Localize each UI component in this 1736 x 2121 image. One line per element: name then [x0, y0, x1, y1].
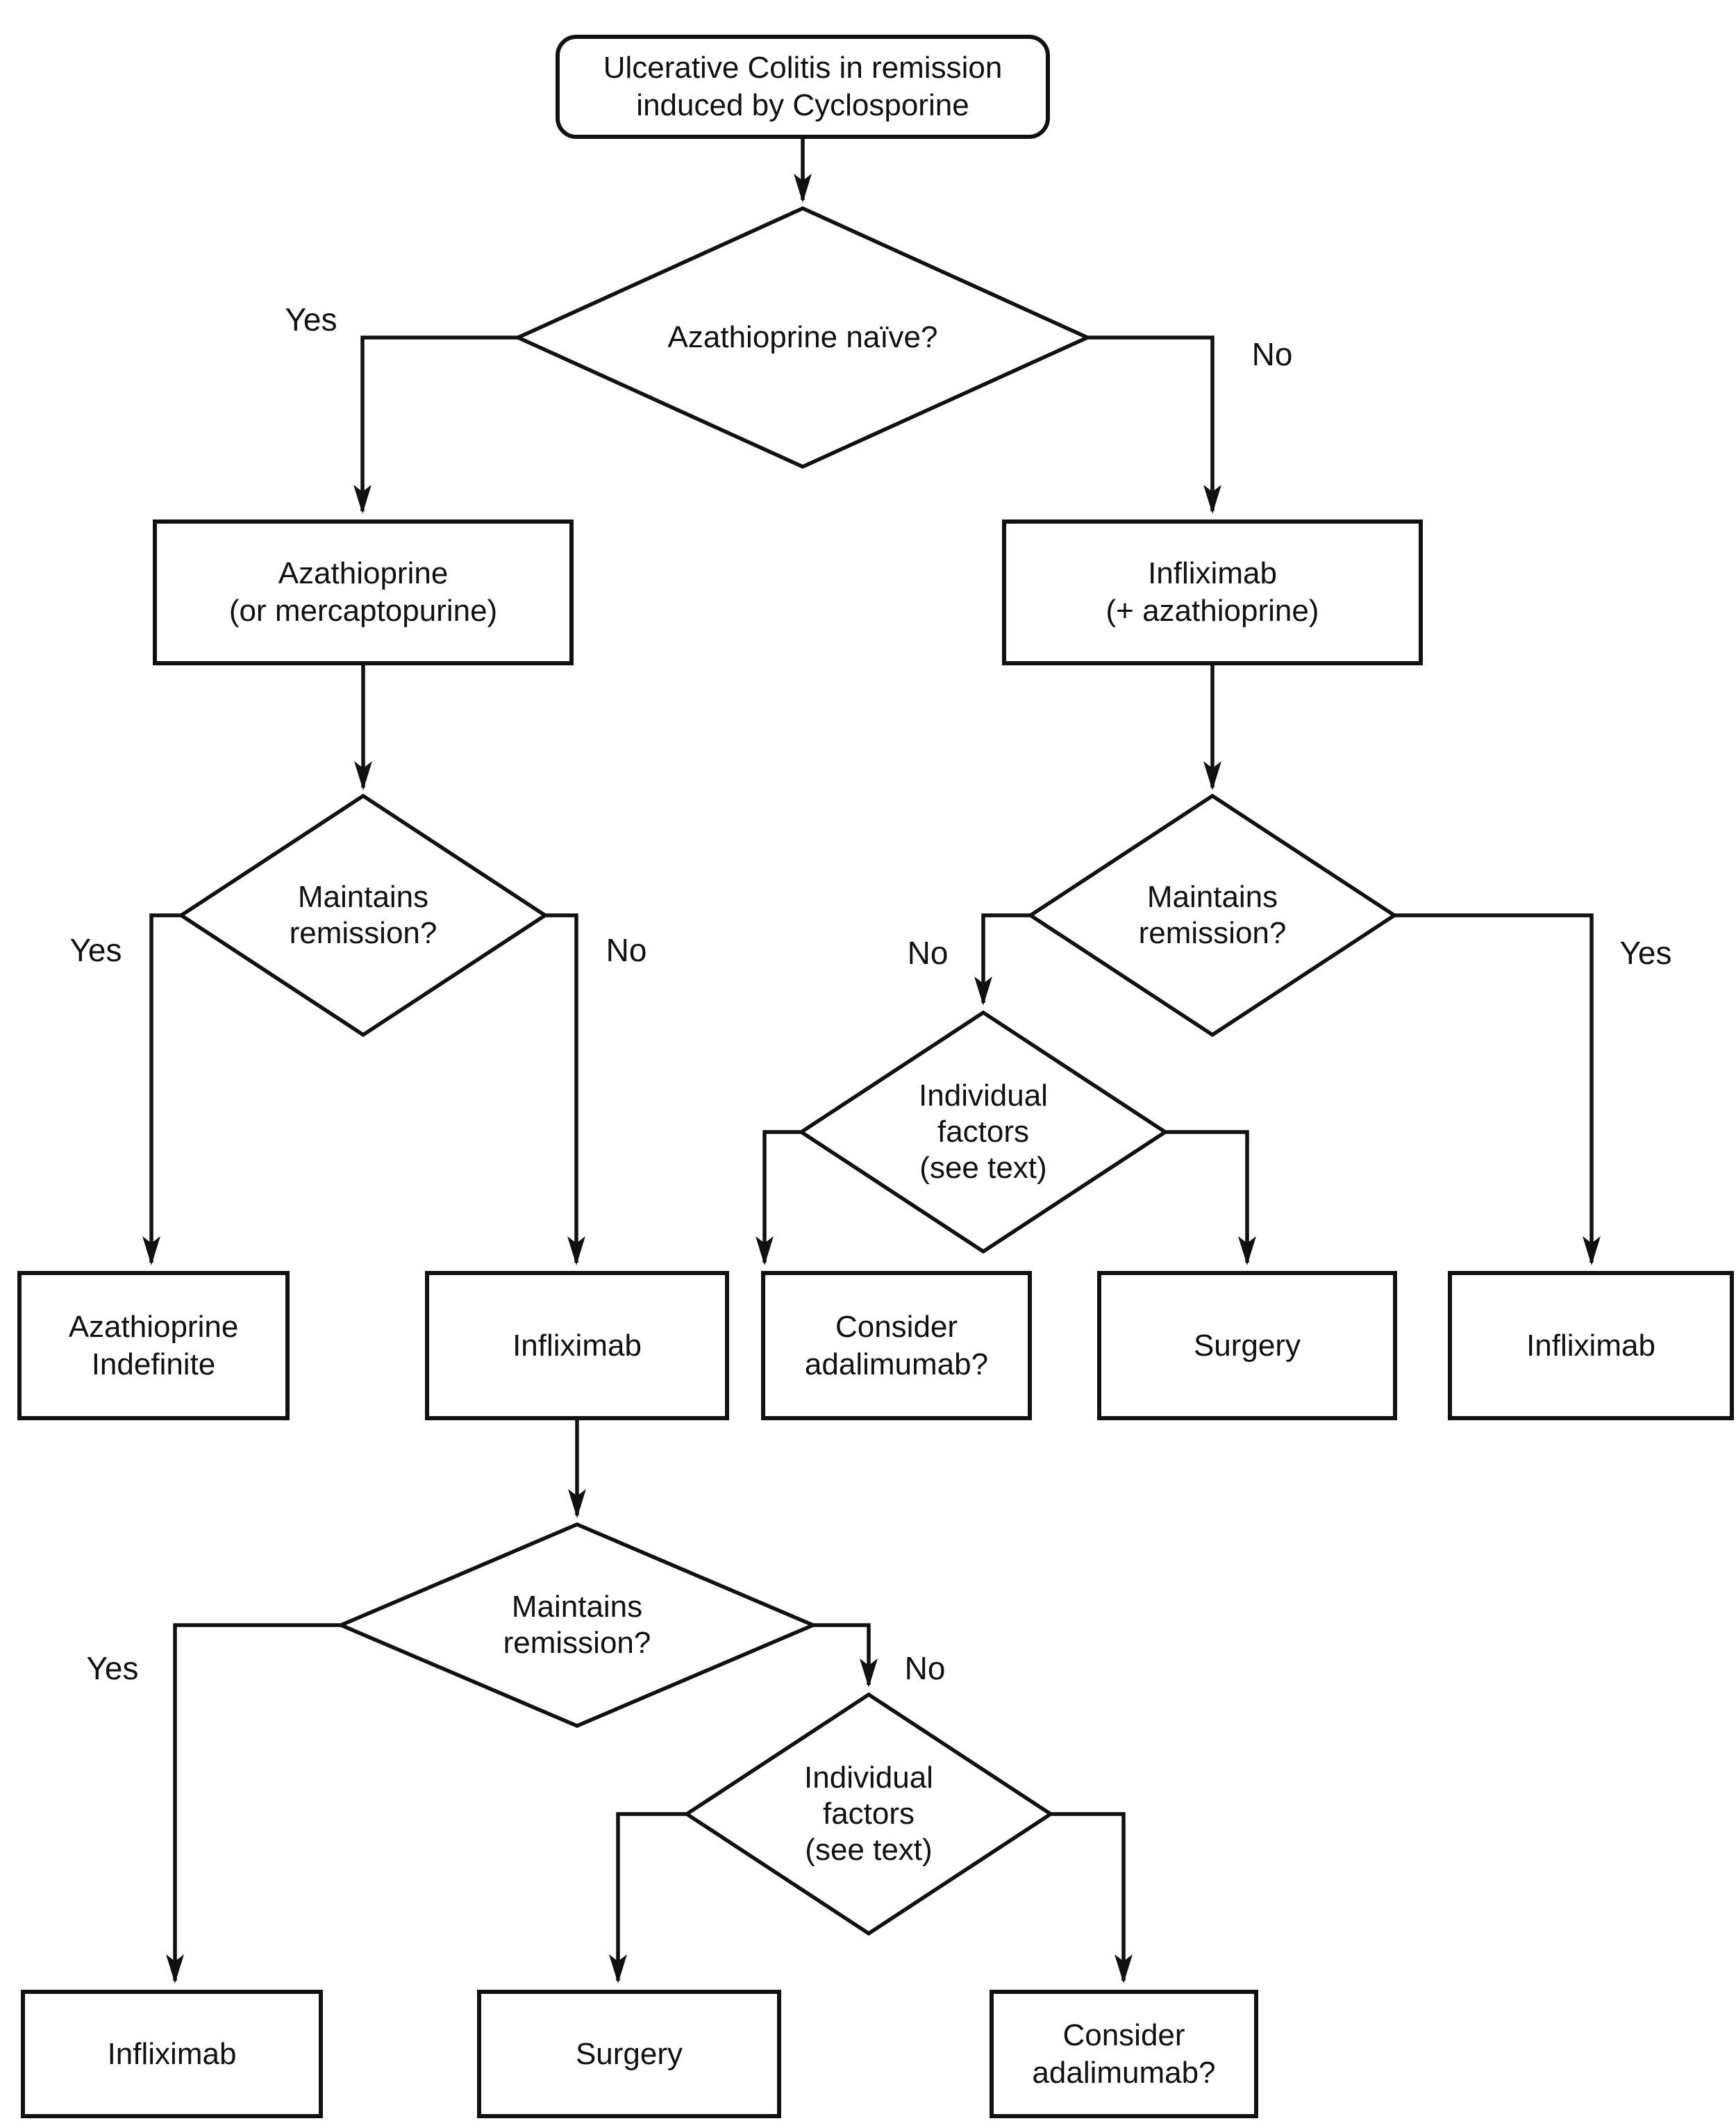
- branch-label-yes: Yes: [86, 1650, 139, 1686]
- process-consider-adalimumab-upper: Consider adalimumab?: [761, 1271, 1032, 1420]
- edge-individual-upper-right-to-surgery: [1165, 1130, 1256, 1265]
- terminator-start: Ulcerative Colitis in remission induced …: [556, 35, 1050, 139]
- decision-label-maintains-remission-lower: Maintains remission?: [369, 1589, 785, 1661]
- process-infliximab-plus-azathioprine: Infliximab (+ azathioprine): [1002, 519, 1423, 665]
- edge-individual-lower-right-to-consider-adalimumab-bottom: [1051, 1812, 1133, 1983]
- decision-label-maintains-remission-right: Maintains remission?: [1004, 879, 1421, 951]
- process-line: Indefinite: [91, 1347, 216, 1381]
- decision-label-maintains-remission-left: Maintains remission?: [155, 879, 571, 951]
- decision-outline-maintains-remission-right: [1026, 793, 1399, 1038]
- start-line-2: induced by Cyclosporine: [636, 88, 969, 122]
- decision-label-individual-factors-lower: Individual factors (see text): [660, 1760, 1077, 1868]
- decision-line: factors: [937, 1115, 1030, 1149]
- process-line: Infliximab: [1526, 1328, 1655, 1363]
- edge-maintains-left-no-to-infliximab-mid: [545, 913, 585, 1265]
- decision-line: Individual: [919, 1079, 1048, 1113]
- branch-label-no: No: [606, 932, 647, 968]
- process-infliximab-bottom: Infliximab: [21, 1990, 323, 2118]
- edge-yes-to-azathioprine-box: [353, 335, 518, 514]
- decision-outline-individual-factors-lower: [683, 1692, 1055, 1936]
- decision-line: remission?: [503, 1626, 651, 1660]
- process-line: Infliximab: [512, 1328, 642, 1363]
- process-line: Azathioprine: [278, 556, 449, 591]
- decision-line: Individual: [804, 1761, 933, 1795]
- process-line: Surgery: [575, 2036, 683, 2071]
- branch-label-yes: Yes: [1619, 935, 1672, 971]
- process-line: Consider: [835, 1309, 958, 1344]
- process-line: adalimumab?: [1032, 2055, 1216, 2090]
- decision-line: factors: [822, 1797, 915, 1831]
- process-infliximab-right: Infliximab: [1448, 1271, 1734, 1420]
- decision-label-individual-factors-upper: Individual factors (see text): [775, 1078, 1192, 1186]
- process-line: adalimumab?: [804, 1347, 989, 1381]
- edge-maintains-lower-yes-to-infliximab-bottom: [166, 1623, 341, 1983]
- process-azathioprine-indefinite: Azathioprine Indefinite: [17, 1271, 290, 1420]
- decision-outline-maintains-remission-lower: [335, 1522, 819, 1728]
- edge-individual-upper-left-to-consider-adalimumab: [756, 1130, 801, 1265]
- decision-line: Maintains: [1146, 880, 1278, 915]
- branch-label-no: No: [904, 1650, 946, 1686]
- process-consider-adalimumab-bottom: Consider adalimumab?: [990, 1990, 1258, 2118]
- process-surgery-bottom: Surgery: [477, 1990, 781, 2118]
- decision-line: Maintains: [297, 880, 429, 915]
- decision-line: Maintains: [511, 1590, 643, 1624]
- decision-line: (see text): [805, 1832, 933, 1867]
- decision-line: remission?: [1138, 916, 1287, 950]
- process-line: Surgery: [1193, 1328, 1301, 1363]
- edge-maintains-left-yes-to-azathioprine-indefinite: [142, 913, 181, 1265]
- process-azathioprine-or-mercaptopurine: Azathioprine (or mercaptopurine): [153, 519, 574, 665]
- process-line: (or mercaptopurine): [228, 594, 498, 628]
- process-line: Infliximab: [107, 2036, 237, 2071]
- decision-line: Azathioprine naïve?: [667, 320, 938, 355]
- branch-label-no: No: [907, 935, 949, 971]
- process-line: Infliximab: [1148, 556, 1277, 591]
- edge-maintains-right-no-to-individual-factors-upper: [974, 913, 1030, 1006]
- decision-label-azathioprine-naive: Azathioprine naïve?: [594, 319, 1011, 356]
- start-line-1: Ulcerative Colitis in remission: [603, 51, 1003, 85]
- decision-line: (see text): [919, 1150, 1047, 1185]
- branch-label-no: No: [1251, 336, 1293, 372]
- process-line: Consider: [1062, 2018, 1185, 2052]
- decision-outline-maintains-remission-left: [177, 793, 549, 1038]
- process-infliximab-mid: Infliximab: [425, 1271, 729, 1420]
- process-line: (+ azathioprine): [1105, 594, 1319, 628]
- decision-outline-azathioprine-naive: [513, 206, 1092, 469]
- edge-no-to-infliximab-box: [1087, 335, 1221, 514]
- edge-individual-lower-left-to-surgery-bottom: [609, 1812, 687, 1983]
- edge-maintains-right-yes-to-infliximab-right: [1394, 913, 1601, 1265]
- decision-outline-individual-factors-upper: [797, 1010, 1169, 1254]
- branch-label-yes: Yes: [285, 301, 337, 338]
- process-line: Azathioprine: [68, 1309, 239, 1344]
- decision-line: remission?: [289, 916, 437, 950]
- process-surgery-upper: Surgery: [1097, 1271, 1397, 1420]
- branch-label-yes: Yes: [69, 932, 122, 968]
- edge-maintains-lower-no-to-individual-factors-lower: [813, 1623, 878, 1688]
